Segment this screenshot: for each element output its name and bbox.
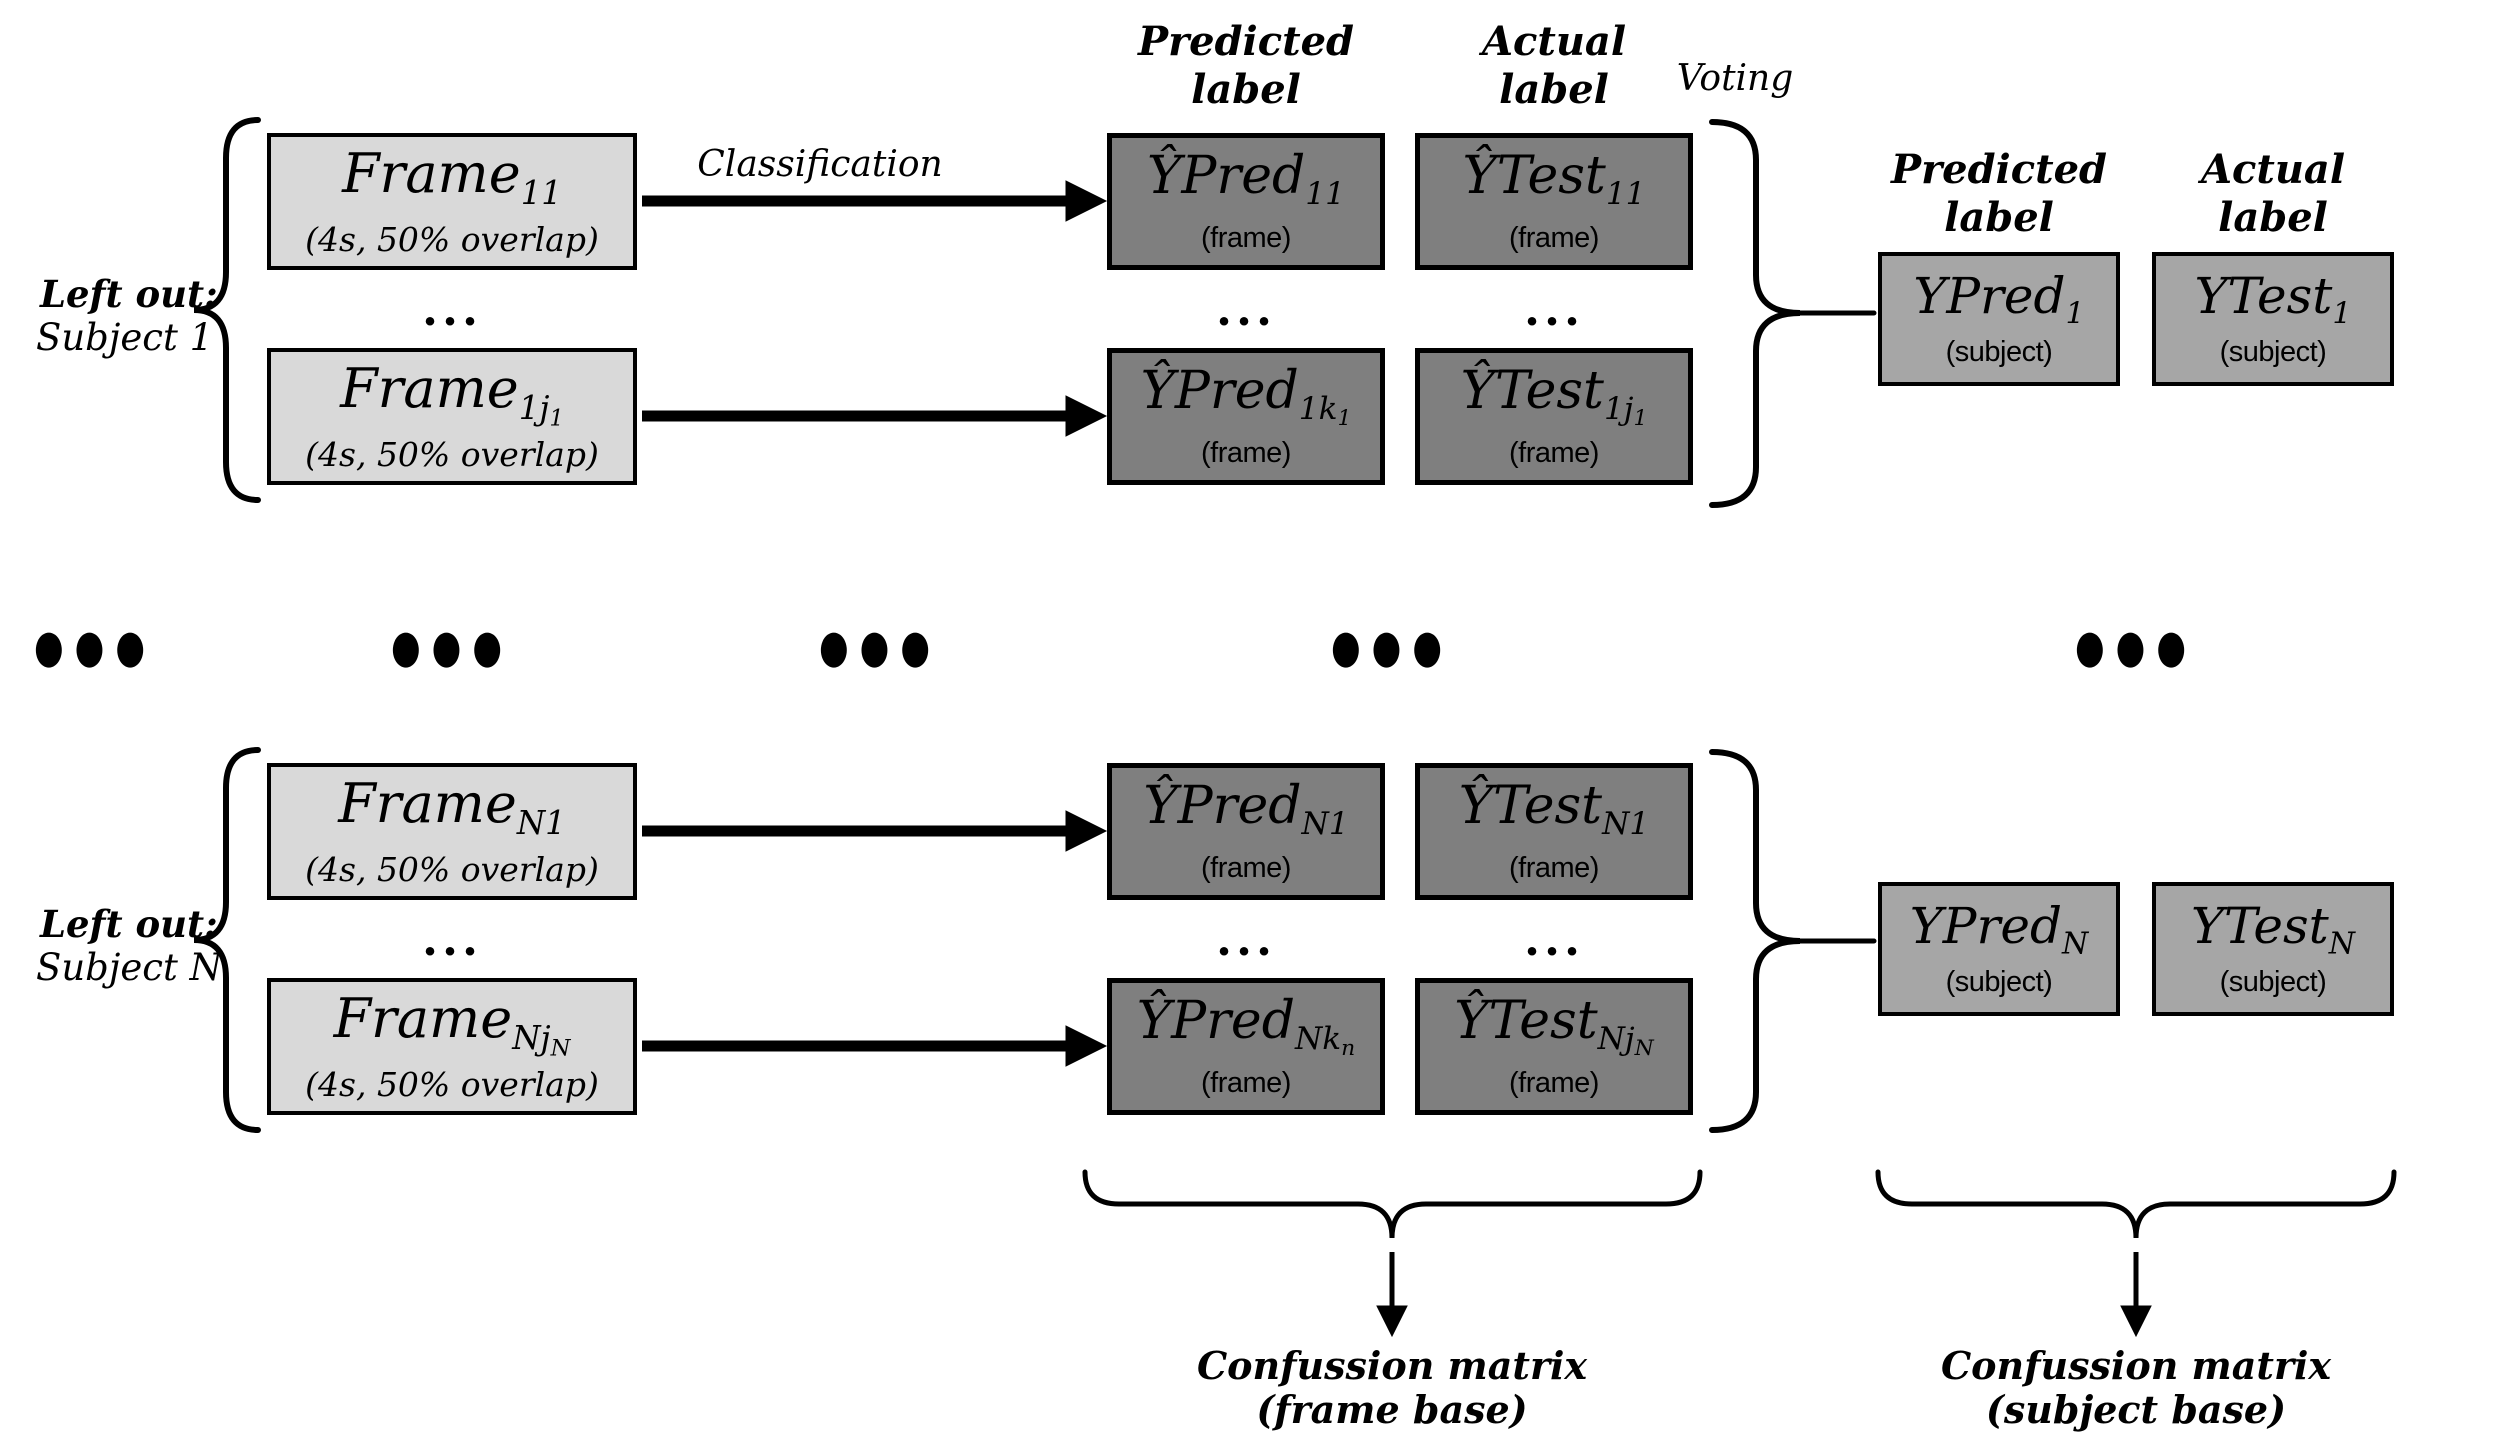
arrowhead-1a — [1065, 180, 1108, 222]
ypred-n1-label: ŶPredN1 — [1143, 776, 1349, 842]
ytest-n1-label: ŶTestN1 — [1458, 776, 1650, 842]
frame-tag: (frame) — [1201, 221, 1291, 254]
left-brace-subject-1 — [193, 117, 261, 503]
ypred-box-nkn: ŶPredNkn (frame) — [1107, 978, 1385, 1115]
subject-tag: (subject) — [2219, 336, 2327, 369]
ypred-box-1k1: ŶPred1k1 (frame) — [1107, 348, 1385, 485]
frame-tag: (frame) — [1509, 1066, 1599, 1099]
frame-caption: (4s, 50% overlap) — [305, 434, 599, 474]
frame-caption: (4s, 50% overlap) — [305, 849, 599, 889]
ytest-11-label: ŶTest11 — [1462, 146, 1646, 212]
header-predicted-label-frame: Predicted label — [1137, 18, 1354, 113]
ellipsis-ytest-1: ... — [1523, 282, 1585, 336]
subject-tag: (subject) — [1945, 966, 2053, 999]
frame-tag: (frame) — [1509, 436, 1599, 469]
ellipsis-frames-1: ... — [421, 282, 483, 336]
frame-n1-label: FrameN1 — [338, 772, 566, 842]
separator-dots-1: ●●● — [33, 620, 156, 674]
frame-tag: (frame) — [1201, 851, 1291, 884]
frame-tag: (frame) — [1201, 1066, 1291, 1099]
frame-1j1-label: Frame1j1 — [340, 357, 564, 431]
ytest-subject-box-1: YTest1 (subject) — [2152, 252, 2394, 386]
ytest-subject-1-label: YTest1 — [2194, 266, 2352, 332]
classification-label: Classification — [697, 144, 943, 185]
subject-n-label: Subject N — [36, 946, 222, 989]
frame-tag: (frame) — [1509, 221, 1599, 254]
subject-tag: (subject) — [1945, 336, 2053, 369]
ypred-box-11: ŶPred11 (frame) — [1107, 133, 1385, 270]
ypred-box-n1: ŶPredN1 (frame) — [1107, 763, 1385, 900]
separator-dots-2: ●●● — [390, 620, 513, 674]
left-brace-subject-n — [193, 747, 261, 1133]
arrowhead-subject-confusion — [2120, 1305, 2152, 1338]
confusion-frame-line1: Confussion matrix — [1196, 1343, 1588, 1388]
separator-dots-4: ●●● — [1330, 620, 1453, 674]
frame-box-njn: FrameNjN (4s, 50% overlap) — [267, 978, 637, 1115]
ytest-box-n1: ŶTestN1 (frame) — [1415, 763, 1693, 900]
ytest-box-njn: ŶTestNjN (frame) — [1415, 978, 1693, 1115]
frame-caption: (4s, 50% overlap) — [305, 1064, 599, 1104]
ellipsis-ytest-n: ... — [1523, 912, 1585, 966]
arrowhead-frame-confusion — [1376, 1305, 1408, 1338]
frame-box-11: Frame11 (4s, 50% overlap) — [267, 133, 637, 270]
ypred-11-label: ŶPred11 — [1147, 146, 1345, 212]
arrowhead-na — [1065, 810, 1108, 852]
arrowhead-1b — [1065, 395, 1108, 437]
separator-dots-5: ●●● — [2074, 620, 2197, 674]
subject-base-underbrace — [1875, 1169, 2397, 1239]
header-actual-label-subject: Actual label — [2200, 146, 2346, 241]
left-out-label-1: Left out: — [40, 272, 218, 316]
frame-tag: (frame) — [1509, 851, 1599, 884]
ypred-subject-n-label: YPredN — [1909, 896, 2089, 962]
header-actual-label-frame: Actual label — [1481, 18, 1627, 113]
voting-label: Voting — [1676, 58, 1794, 99]
ytest-box-1j1: ŶTest1j1 (frame) — [1415, 348, 1693, 485]
frame-caption: (4s, 50% overlap) — [305, 219, 599, 259]
confusion-matrix-subject-caption: Confussion matrix (subject base) — [1921, 1344, 2351, 1431]
frame-base-underbrace — [1082, 1169, 1703, 1239]
ypred-subject-box-1: YPred1 (subject) — [1878, 252, 2120, 386]
frame-11-label: Frame11 — [342, 142, 562, 212]
confusion-subject-line1: Confussion matrix — [1940, 1343, 2332, 1388]
frame-box-1j1: Frame1j1 (4s, 50% overlap) — [267, 348, 637, 485]
subject-1-label: Subject 1 — [36, 316, 214, 359]
ellipsis-ypred-1: ... — [1215, 282, 1277, 336]
ytest-1j1-label: ŶTest1j1 — [1460, 361, 1648, 432]
header-predicted-label-subject: Predicted label — [1890, 146, 2107, 241]
ytest-subject-box-n: YTestN (subject) — [2152, 882, 2394, 1016]
subject-tag: (subject) — [2219, 966, 2327, 999]
ellipsis-ypred-n: ... — [1215, 912, 1277, 966]
left-out-label-n: Left out: — [40, 902, 218, 946]
frame-tag: (frame) — [1201, 436, 1291, 469]
ytest-box-11: ŶTest11 (frame) — [1415, 133, 1693, 270]
separator-dots-3: ●●● — [818, 620, 941, 674]
ellipsis-frames-n: ... — [421, 912, 483, 966]
confusion-matrix-frame-caption: Confussion matrix (frame base) — [1177, 1344, 1607, 1431]
ytest-subject-n-label: YTestN — [2190, 896, 2356, 962]
ypred-1k1-label: ŶPred1k1 — [1140, 361, 1352, 432]
frame-box-n1: FrameN1 (4s, 50% overlap) — [267, 763, 637, 900]
confusion-frame-line2: (frame base) — [1256, 1386, 1528, 1432]
arrowhead-nb — [1065, 1025, 1108, 1067]
ypred-nkn-label: ŶPredNkn — [1136, 991, 1356, 1062]
voting-brace-subject-1 — [1709, 119, 1801, 508]
ypred-subject-box-n: YPredN (subject) — [1878, 882, 2120, 1016]
frame-njn-label: FrameNjN — [333, 987, 571, 1061]
voting-brace-subject-n — [1709, 749, 1801, 1133]
ytest-njn-label: ŶTestNjN — [1454, 991, 1654, 1062]
confusion-subject-line2: (subject base) — [1985, 1386, 2287, 1432]
ypred-subject-1-label: YPred1 — [1913, 266, 2085, 332]
